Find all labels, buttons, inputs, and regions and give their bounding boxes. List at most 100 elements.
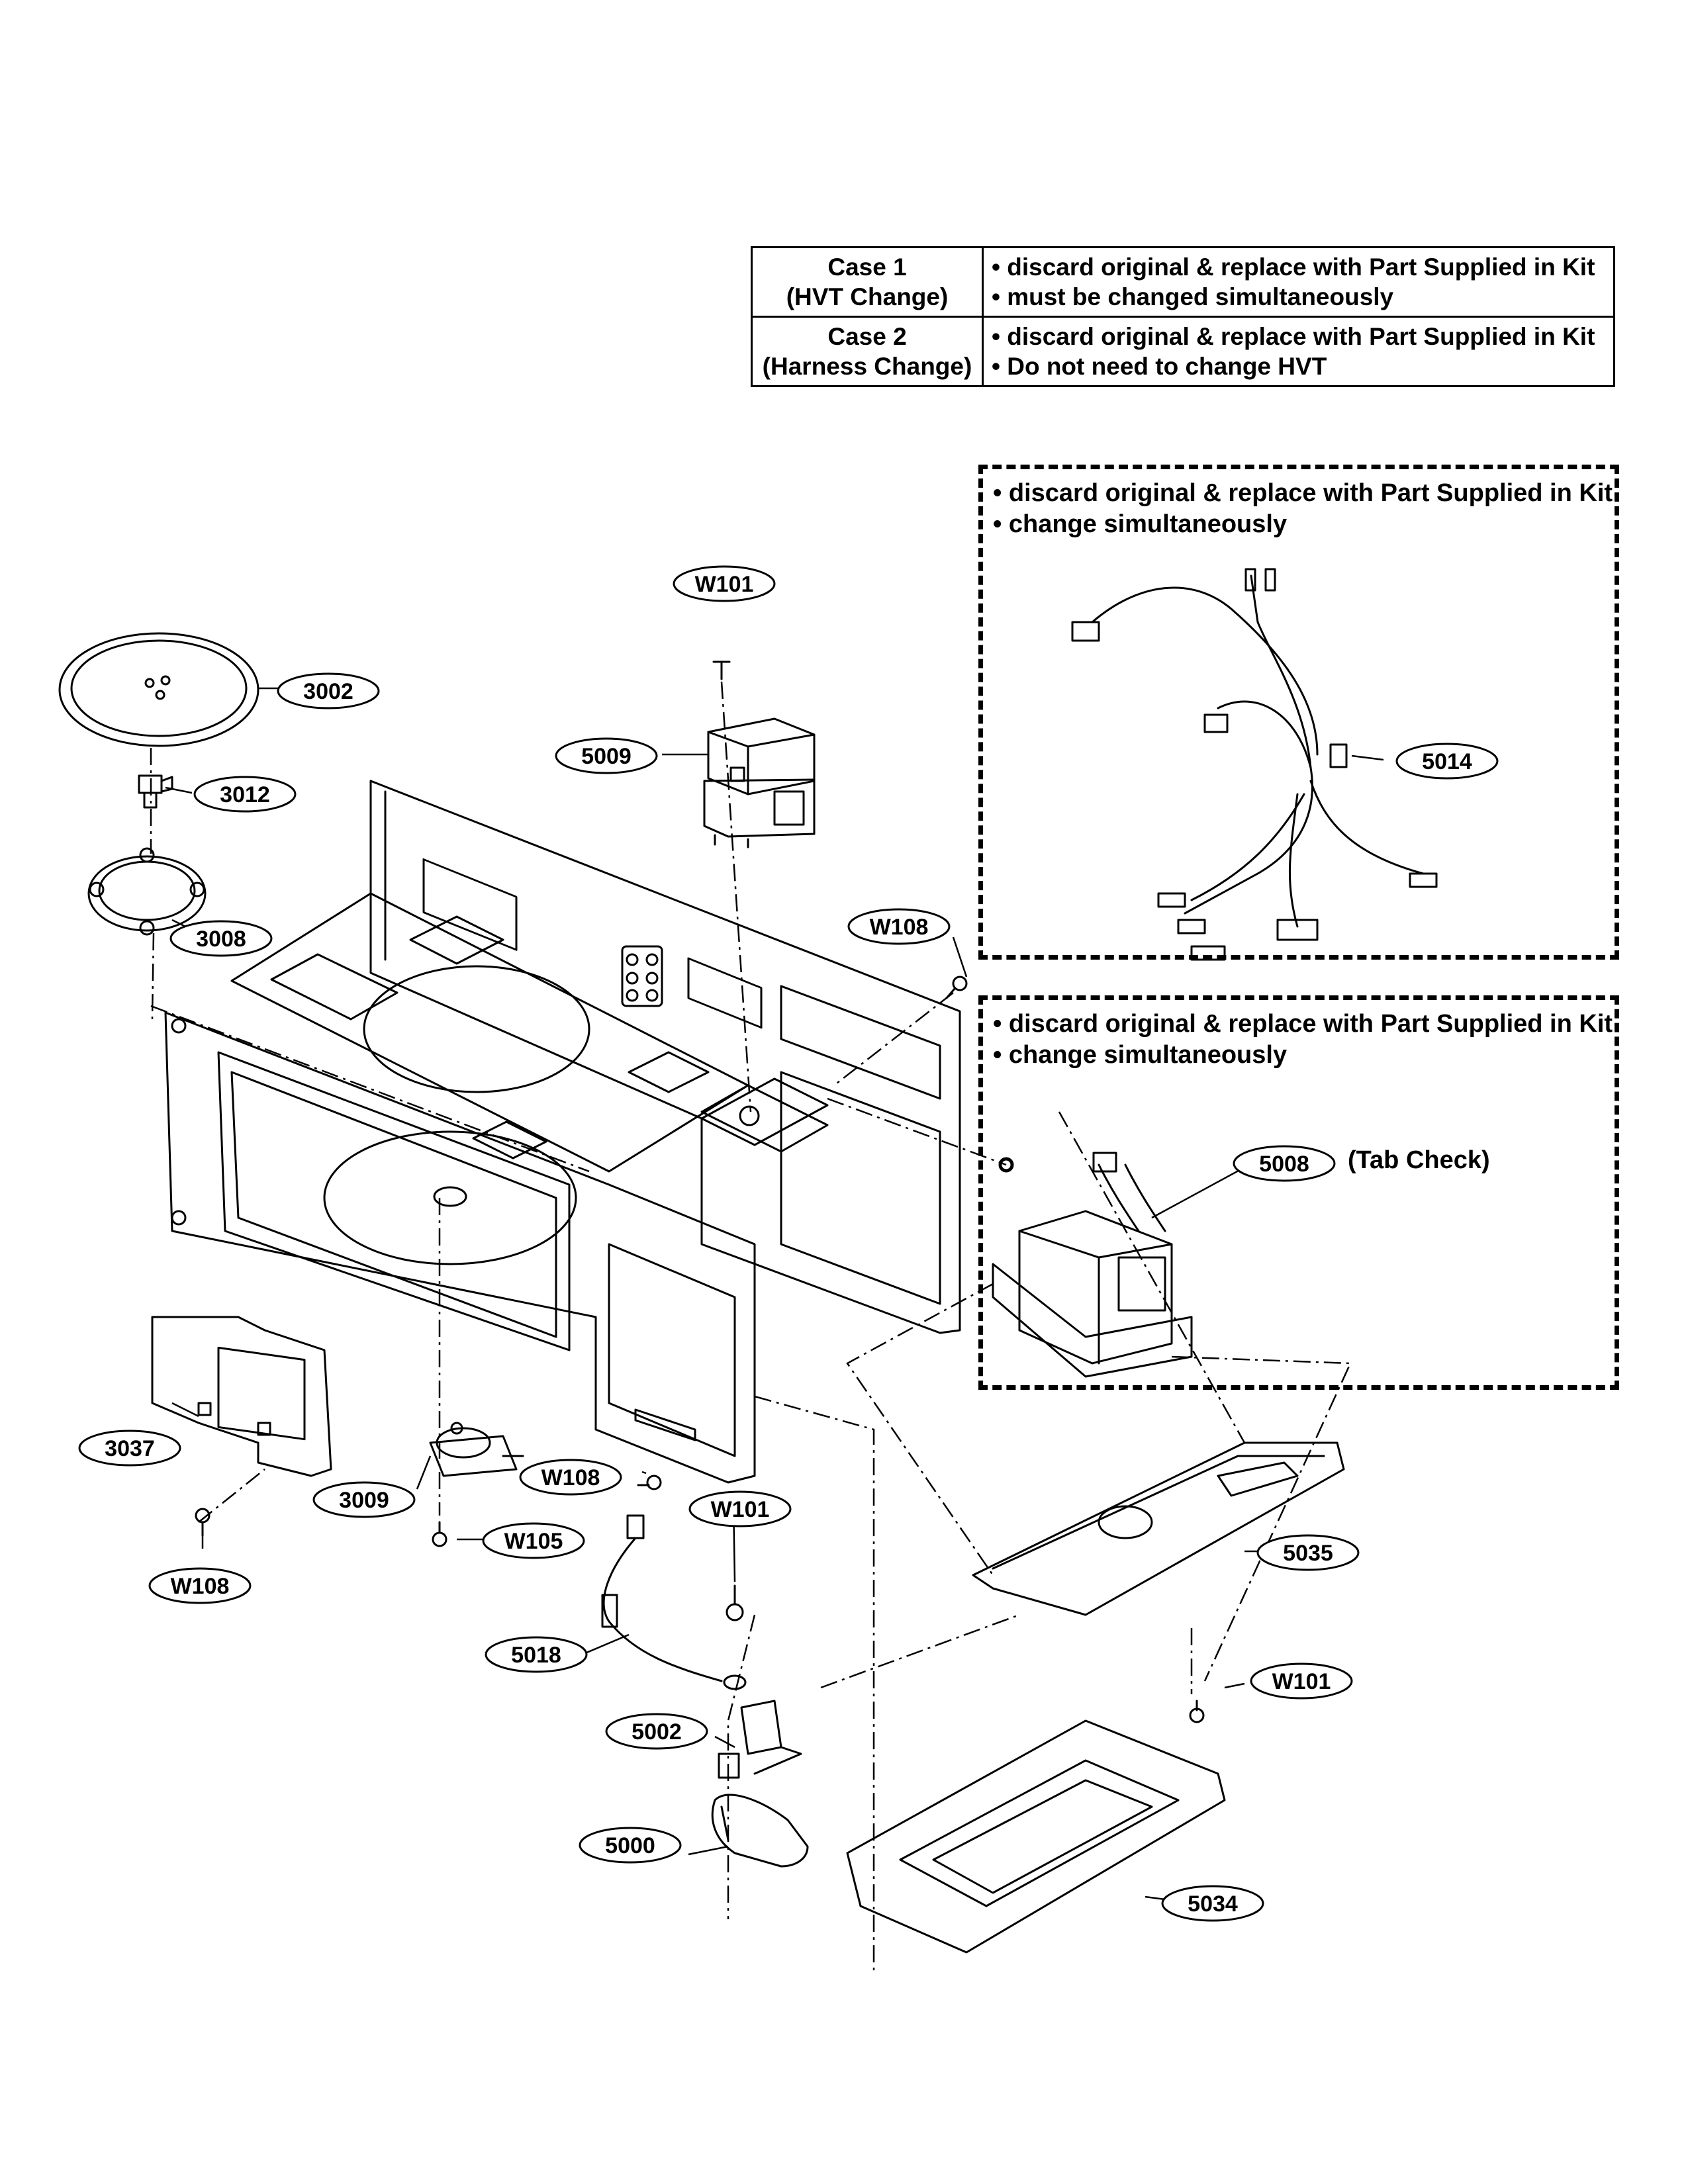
screw-w101-right: [1189, 1700, 1205, 1723]
svg-text:5034: 5034: [1188, 1891, 1238, 1917]
case-table: Case 1 (HVT Change) • discard original &…: [751, 246, 1615, 387]
callout-w105: W105: [482, 1522, 585, 1559]
align-line-cavity: [150, 1005, 590, 1173]
svg-text:W101: W101: [1272, 1669, 1331, 1694]
callout-w101-top: W101: [673, 565, 776, 602]
svg-text:W101: W101: [695, 572, 754, 597]
case-2-notes: • discard original & replace with Part S…: [982, 316, 1615, 387]
turntable-tray-3002: [58, 632, 259, 747]
bottom-plate-5035: [972, 1441, 1345, 1616]
coupler-3012: [138, 774, 173, 809]
svg-text:3037: 3037: [105, 1436, 155, 1461]
case-1-note-1: • discard original & replace with Part S…: [992, 253, 1595, 281]
svg-text:5018: 5018: [511, 1643, 561, 1668]
svg-text:5009: 5009: [581, 744, 632, 769]
harness-note-2: • change simultaneously: [993, 510, 1288, 538]
lever-5000: [711, 1794, 809, 1868]
roller-ring-3008: [87, 847, 207, 936]
screw-w101-top: [712, 660, 731, 680]
case-2-title: Case 2: [827, 323, 907, 350]
svg-text:W108: W108: [870, 915, 929, 940]
callout-3037: 3037: [78, 1430, 181, 1467]
screw-w108-mid: [637, 1475, 662, 1490]
callout-5018: 5018: [485, 1636, 588, 1673]
case-row-2: Case 2 (Harness Change) • discard origin…: [751, 316, 1615, 387]
svg-text:W105: W105: [504, 1529, 563, 1554]
callout-3002: 3002: [277, 672, 380, 709]
svg-text:3012: 3012: [220, 782, 270, 807]
callout-5008: 5008: [1233, 1145, 1336, 1182]
case-2-note-1: • discard original & replace with Part S…: [992, 323, 1595, 350]
harness-note-1: • discard original & replace with Part S…: [993, 479, 1613, 507]
harness-kit-box: [978, 465, 1619, 960]
wire-harness-5014: [1071, 568, 1438, 961]
svg-text:5000: 5000: [605, 1833, 655, 1858]
base-cover-5034: [846, 1719, 1226, 1954]
callout-w108-left: W108: [148, 1567, 252, 1604]
svg-text:5035: 5035: [1283, 1541, 1333, 1566]
align-line-hvt: [827, 1097, 1007, 1166]
svg-text:3009: 3009: [339, 1488, 389, 1513]
callout-3009: 3009: [312, 1481, 416, 1518]
svg-text:5002: 5002: [632, 1719, 682, 1745]
align-line-screw: [833, 992, 954, 1086]
callout-5009: 5009: [555, 737, 658, 774]
hv-transformer-5008: [992, 1152, 1193, 1378]
case-2-cell: Case 2 (Harness Change): [751, 316, 984, 387]
align-line-latch: [727, 1614, 756, 1919]
callout-w108-right: W108: [847, 908, 951, 945]
harness-kit-notes: • discard original & replace with Part S…: [993, 478, 1613, 540]
sensor-wire-5018: [601, 1514, 747, 1690]
svg-text:W101: W101: [711, 1497, 770, 1522]
svg-text:W108: W108: [541, 1465, 600, 1490]
align-line-capacitor: [720, 681, 752, 1113]
tab-check-note: (Tab Check): [1348, 1146, 1490, 1174]
hvt-kit-notes: • discard original & replace with Part S…: [993, 1009, 1613, 1071]
vent-holes-top: [472, 1051, 710, 1160]
callout-5014: 5014: [1395, 743, 1499, 780]
align-line-plate: [1058, 1111, 1246, 1443]
align-line-base2: [820, 1614, 1020, 1689]
case-2-subtitle: (Harness Change): [762, 353, 972, 380]
callout-5034: 5034: [1161, 1885, 1264, 1922]
hvt-note-1: • discard original & replace with Part S…: [993, 1010, 1613, 1038]
callout-3012: 3012: [193, 776, 297, 813]
front-cavity-frame: [164, 1011, 756, 1484]
alignment-lines: [150, 681, 1352, 1972]
align-line-ring: [151, 933, 155, 1020]
motor-3009: [429, 1422, 524, 1477]
cavity-top-plate: [230, 892, 829, 1173]
callout-5002: 5002: [605, 1713, 708, 1750]
cover-3037: [151, 1316, 332, 1477]
cross-bracket: [700, 1077, 829, 1146]
align-line-plate2: [1171, 1355, 1352, 1682]
screw-w105: [432, 1521, 447, 1547]
svg-text:3002: 3002: [303, 679, 353, 704]
callout-5000: 5000: [579, 1827, 682, 1864]
screw-w101-mid: [726, 1584, 744, 1621]
svg-text:5014: 5014: [1422, 749, 1472, 774]
case-1-subtitle: (HVT Change): [786, 283, 949, 310]
case-1-cell: Case 1 (HVT Change): [751, 246, 984, 318]
callout-3008: 3008: [169, 920, 273, 957]
rear-panel: [369, 780, 961, 1334]
case-1-note-2: • must be changed simultaneously: [992, 283, 1394, 310]
svg-text:5008: 5008: [1259, 1152, 1309, 1177]
callout-w101-mid: W101: [688, 1490, 792, 1527]
control-buttons: [621, 945, 663, 1007]
svg-text:W108: W108: [171, 1574, 230, 1599]
svg-text:3008: 3008: [196, 927, 246, 952]
case-1-title: Case 1: [827, 253, 907, 281]
case-row-1: Case 1 (HVT Change) • discard original &…: [751, 246, 1615, 318]
align-line-base: [754, 1395, 875, 1972]
screw-w108-hvt: [1000, 1158, 1013, 1171]
hvt-note-2: • change simultaneously: [993, 1041, 1288, 1069]
case-1-notes: • discard original & replace with Part S…: [982, 246, 1615, 318]
align-line-cover: [198, 1469, 265, 1523]
capacitor-5009: [703, 717, 816, 848]
hvt-kit-box: [978, 995, 1619, 1390]
latch-5002: [718, 1700, 802, 1779]
callout-w101-right: W101: [1250, 1662, 1353, 1700]
callout-5035: 5035: [1256, 1534, 1360, 1571]
